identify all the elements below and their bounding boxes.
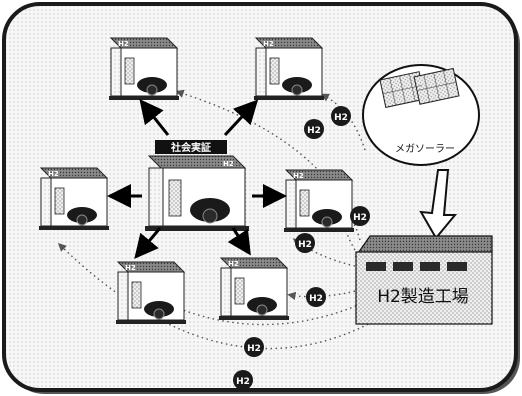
h2-marker: H2 [307,126,321,136]
factory-label: H2製造工場 [377,287,469,307]
station-badge: H2 [125,264,136,272]
station-badge: H2 [228,260,239,268]
h2-marker: H2 [247,344,261,354]
mega-solar: メガソーラー [363,65,479,165]
h2-marker: H2 [334,113,348,123]
h2-factory: H2製造工場 [356,236,492,324]
station-badge: H2 [293,172,304,180]
h2-marker: H2 [298,240,312,250]
solar-label: メガソーラー [395,143,455,155]
h2-marker: H2 [309,294,323,304]
station-badge: H2 [48,170,59,178]
station-badge: H2 [118,40,129,48]
h2-marker: H2 [236,377,250,387]
h2-marker: H2 [353,213,367,223]
station-badge: H2 [223,160,234,168]
center-label: 社会実証 [170,141,211,154]
station-badge: H2 [263,40,274,48]
